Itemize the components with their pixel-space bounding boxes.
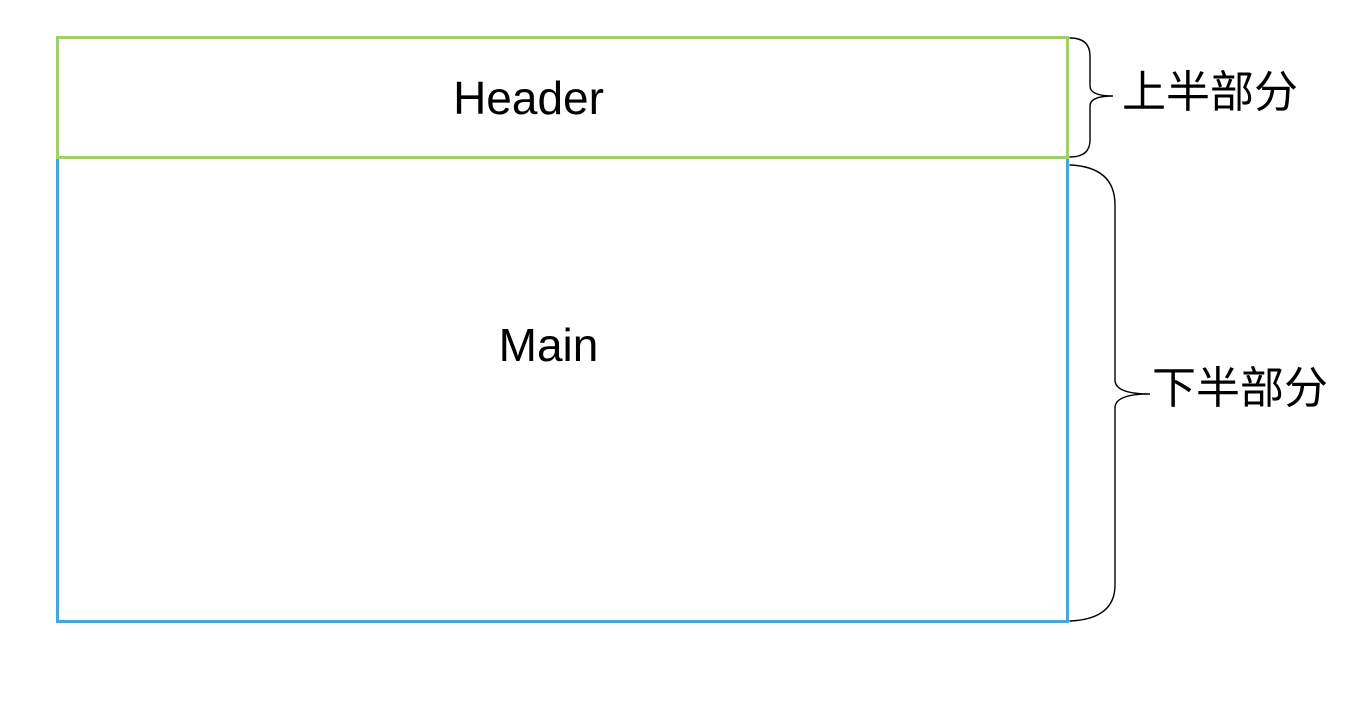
lower-half-brace-icon — [1069, 164, 1151, 622]
header-box-label: Header — [453, 71, 604, 124]
main-box-label: Main — [498, 318, 599, 371]
upper-half-label: 上半部分 — [1122, 68, 1298, 117]
main-box: Main — [56, 159, 1069, 623]
upper-half-brace-icon — [1069, 37, 1114, 158]
header-box: Header — [56, 36, 1069, 159]
lower-half-label: 下半部分 — [1152, 364, 1328, 413]
